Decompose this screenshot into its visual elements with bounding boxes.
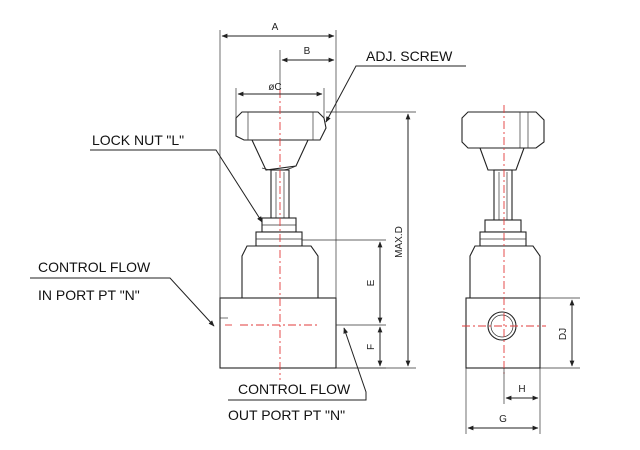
side-bonnet <box>469 245 541 299</box>
front-lower-body <box>219 297 337 369</box>
dim-a: A <box>272 22 279 33</box>
side-knob <box>461 111 545 149</box>
dim-dj: DJ <box>558 328 569 340</box>
dim-h: H <box>518 384 525 395</box>
dim-e: E <box>366 279 377 286</box>
front-view: A B øC MAX.D E F <box>30 22 466 401</box>
front-knob <box>235 111 327 141</box>
side-adj-shaft <box>493 169 513 223</box>
dim-c: øC <box>268 82 281 93</box>
side-view: DJ G H <box>461 105 580 434</box>
dim-d: MAX.D <box>394 226 405 258</box>
dim-g: G <box>499 414 507 425</box>
label-out-port: OUT PORT PT "N" <box>228 407 345 423</box>
side-lock-nut <box>484 219 522 233</box>
label-lock-nut: LOCK NUT "L" <box>92 132 184 148</box>
side-knob-neck <box>479 147 525 171</box>
label-control-flow-in: CONTROL FLOW <box>38 259 151 275</box>
dim-f: F <box>366 344 377 350</box>
label-in-port: IN PORT PT "N" <box>38 287 140 303</box>
label-adj-screw: ADJ. SCREW <box>366 48 453 64</box>
dim-b: B <box>304 46 311 57</box>
label-control-flow-out: CONTROL FLOW <box>238 381 351 397</box>
